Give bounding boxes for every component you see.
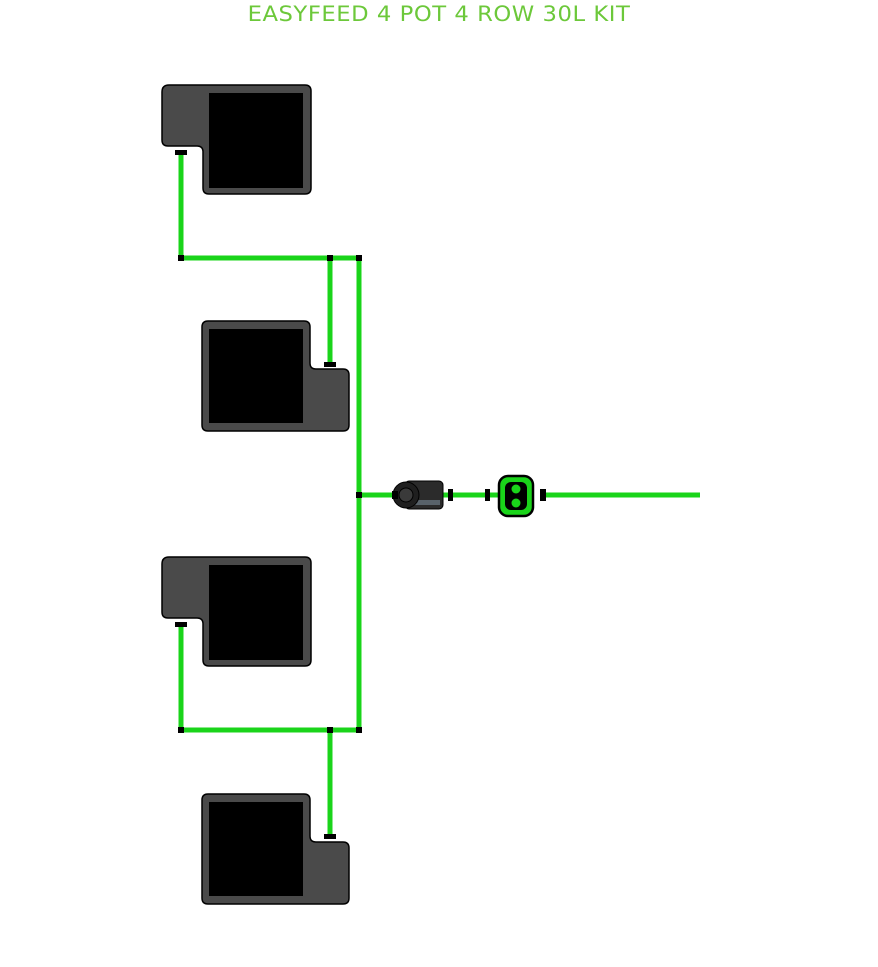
- pot-outlet-connector: [324, 362, 336, 367]
- tee-connector: [327, 727, 333, 733]
- pot-outlet-connector: [175, 622, 187, 627]
- pot-outlet-connector: [175, 150, 187, 155]
- valve-inlet-connector: [485, 489, 490, 501]
- pot-1: [161, 84, 312, 195]
- filter-cap-ring: [398, 487, 414, 503]
- valve-window: [505, 482, 527, 510]
- pot-reservoir: [209, 565, 303, 660]
- valve-outlet-connector: [540, 489, 546, 501]
- pipe-connectors: [178, 255, 362, 733]
- pot-reservoir: [209, 93, 303, 188]
- pot-4: [201, 793, 350, 905]
- elbow-connector: [356, 255, 362, 261]
- diagram-title: EASYFEED 4 POT 4 ROW 30L KIT: [247, 2, 631, 26]
- filter-outlet-connector: [448, 489, 453, 501]
- tee-connector: [327, 255, 333, 261]
- valve-knob-top: [511, 484, 521, 494]
- tee-connector: [178, 255, 184, 261]
- filter-highlight: [410, 500, 440, 505]
- pot-2: [201, 320, 350, 432]
- valve-knob-bottom: [511, 498, 521, 508]
- pot-reservoir: [209, 329, 303, 423]
- pot-outlet-connector: [324, 834, 336, 839]
- elbow-connector: [356, 727, 362, 733]
- pot-reservoir: [209, 802, 303, 896]
- tee-connector: [356, 492, 362, 498]
- inline-filter: [392, 480, 453, 510]
- filter-nozzle: [392, 491, 398, 499]
- stop-valve: [485, 474, 546, 518]
- tee-connector: [178, 727, 184, 733]
- pot-3: [161, 556, 312, 667]
